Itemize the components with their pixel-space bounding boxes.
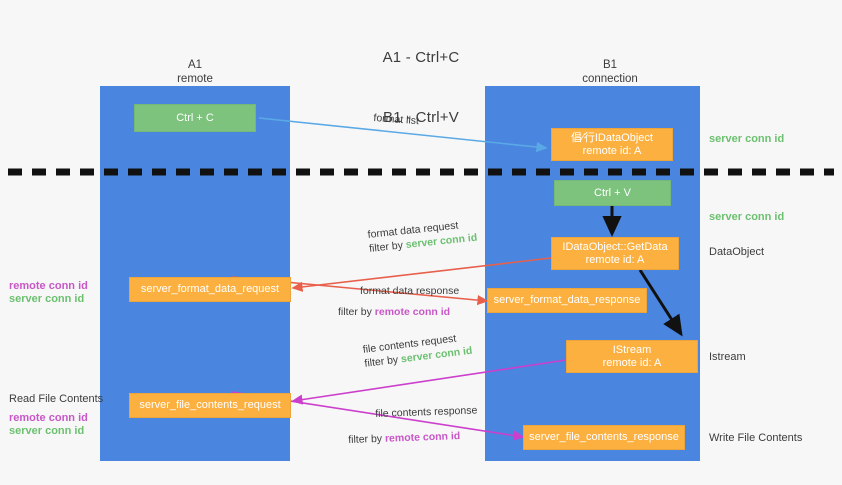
label-istream-text: Istream: [709, 351, 746, 363]
label-format-remote-conn-id-text: remote conn id: [9, 280, 88, 292]
label-format-remote-conn-id: remote conn id: [9, 279, 88, 293]
label-server-conn-id-2: server conn id: [709, 210, 784, 224]
label-write-file-contents-text: Write File Contents: [709, 432, 803, 444]
node-ctrl-v-label: Ctrl + V: [594, 186, 631, 199]
filter-prefix-1: filter by: [368, 239, 407, 255]
lane-b1-name: B1: [602, 59, 618, 71]
edge-format-list: [258, 117, 548, 153]
label-dataobject: DataObject: [709, 245, 764, 259]
edge-format-data-request: [291, 257, 552, 292]
label-format-server-conn-id: server conn id: [9, 292, 84, 306]
title-line-2: B1 - Ctrl+V: [383, 109, 459, 126]
title-line-1: A1 - Ctrl+C: [382, 49, 460, 66]
node-idataobject[interactable]: 倡∕行IDataObject remote id: A: [551, 128, 673, 161]
node-getdata-sublabel: remote id: A: [585, 253, 645, 266]
node-istream-sublabel: remote id: A: [602, 356, 662, 369]
label-format-server-conn-id-text: server conn id: [9, 293, 85, 305]
label-server-conn-id-1: server conn id: [709, 132, 784, 146]
node-ctrl-v[interactable]: Ctrl + V: [554, 180, 671, 206]
filter-value-2: remote conn id: [374, 306, 451, 318]
edge-file-contents-request: [291, 359, 567, 405]
node-server-file-contents-request-label: server_file_contents_request: [139, 399, 281, 411]
filter-value-4: remote conn id: [384, 430, 461, 445]
edge-label-format-data-response: format data response: [360, 284, 459, 298]
label-file-remote-conn-id-text: remote conn id: [9, 412, 88, 424]
filter-prefix-2: filter by: [338, 306, 375, 318]
label-read-file-contents-text: Read File Contents: [9, 393, 104, 405]
lane-a1-sub: remote: [177, 73, 213, 85]
node-idataobject-sublabel: remote id: A: [582, 144, 642, 157]
node-server-format-data-request-label: server_format_data_request: [140, 283, 280, 295]
node-istream[interactable]: IStream remote id: A: [566, 340, 698, 373]
node-server-file-contents-request[interactable]: server_file_contents_request: [129, 393, 291, 418]
label-file-server-conn-id-text: server conn id: [9, 425, 85, 437]
node-server-format-data-response[interactable]: server_format_data_response: [487, 288, 647, 313]
node-ctrl-c-label: Ctrl + C: [176, 111, 214, 124]
lane-a1-name: A1: [187, 59, 203, 71]
node-server-format-data-request[interactable]: server_format_data_request: [129, 277, 291, 302]
label-write-file-contents: Write File Contents: [709, 431, 802, 445]
lane-b1-sub: connection: [582, 73, 638, 85]
node-idataobject-label: 倡∕行IDataObject: [571, 131, 653, 144]
diagram-title: A1 - Ctrl+C B1 - Ctrl+V: [0, 8, 842, 168]
node-server-format-data-response-label: server_format_data_response: [493, 294, 641, 306]
node-istream-label: IStream: [612, 343, 652, 356]
label-dataobject-text: DataObject: [709, 246, 765, 258]
node-server-file-contents-response[interactable]: server_file_contents_response: [523, 425, 685, 450]
lane-header-b1: B1 connection: [540, 58, 680, 86]
node-getdata[interactable]: IDataObject::GetData remote id: A: [551, 237, 679, 270]
label-server-conn-id-1-text: server conn id: [709, 133, 785, 145]
node-ctrl-c[interactable]: Ctrl + C: [134, 104, 256, 132]
label-istream: Istream: [709, 350, 746, 364]
label-server-conn-id-2-text: server conn id: [709, 211, 785, 223]
lane-header-a1: A1 remote: [125, 58, 265, 86]
edge-label-format-data-response-text: format data response: [360, 285, 460, 297]
edge-getdata-to-istream: [638, 269, 683, 337]
label-file-remote-conn-id: remote conn id: [9, 411, 88, 425]
label-file-server-conn-id: server conn id: [9, 424, 84, 438]
label-read-file-contents: Read File Contents: [9, 392, 103, 406]
node-server-file-contents-response-label: server_file_contents_response: [529, 431, 679, 443]
edge-label-format-data-response-filter: filter by remote conn id: [338, 305, 450, 319]
edge-label-format-list-text: format list: [373, 111, 420, 128]
node-getdata-label: IDataObject::GetData: [562, 240, 668, 253]
filter-prefix-4: filter by: [348, 432, 386, 446]
